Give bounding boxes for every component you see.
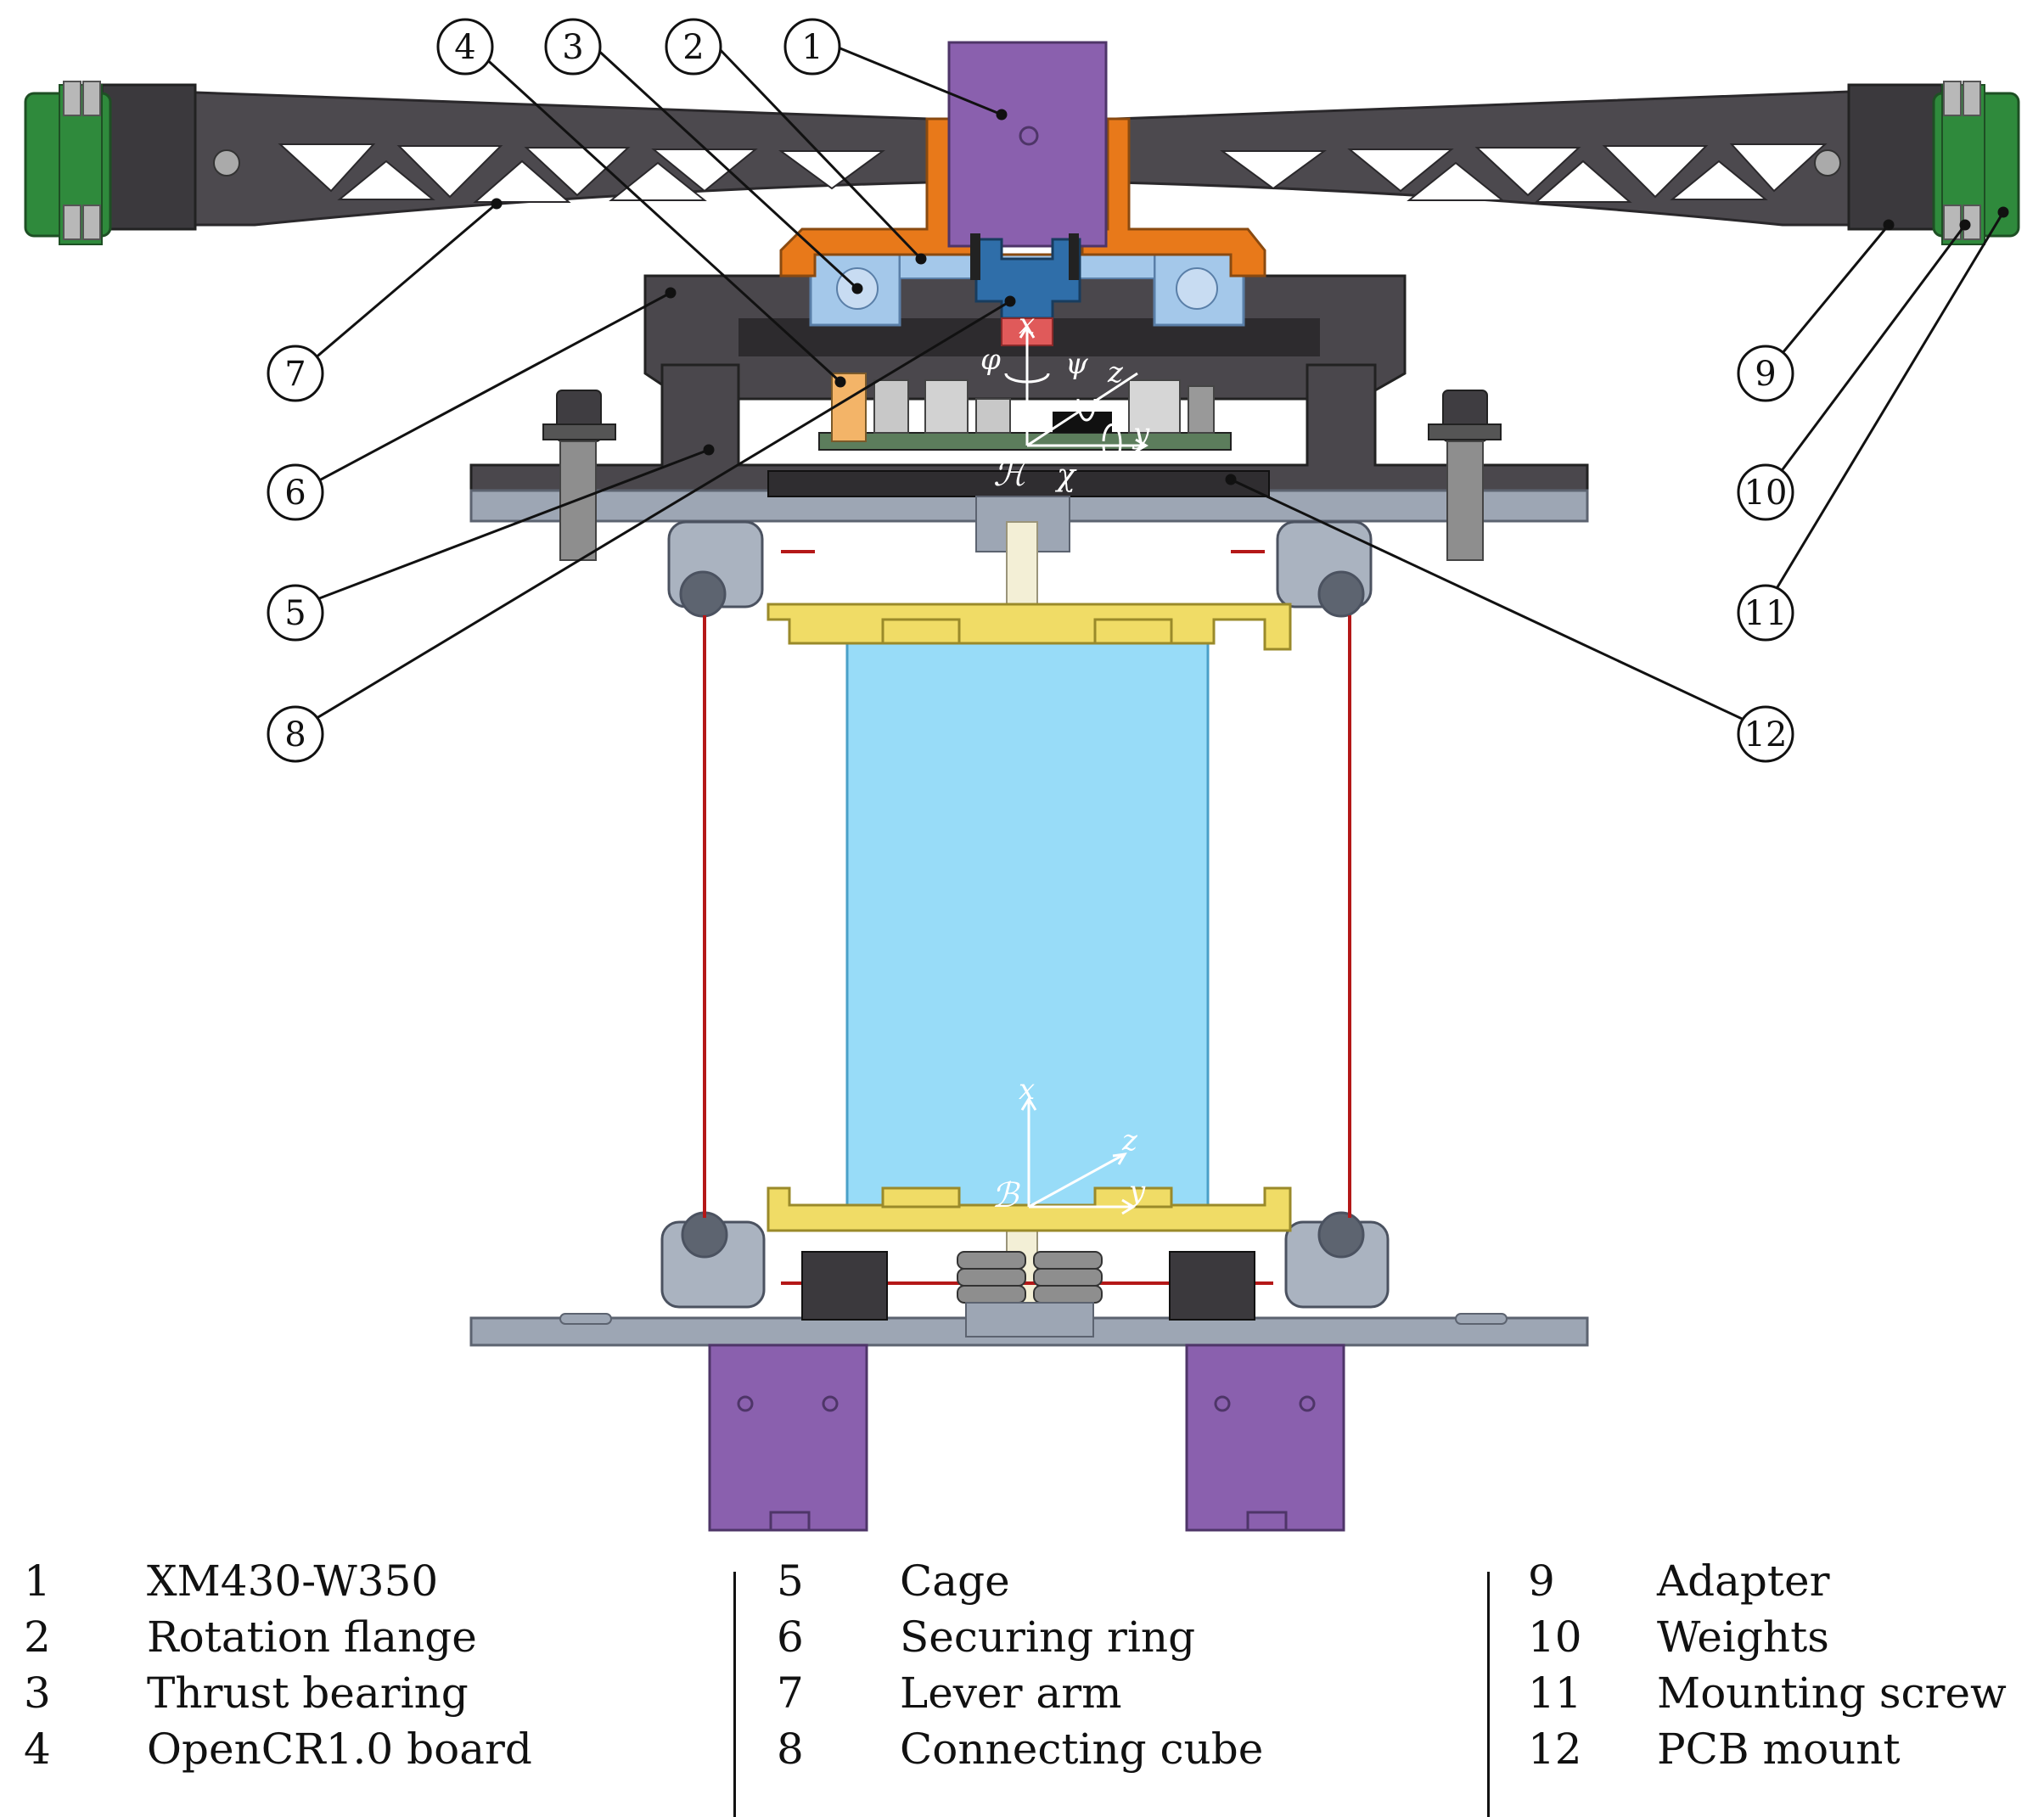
legend-item: 6 Securing ring xyxy=(777,1609,1439,1665)
svg-text:4: 4 xyxy=(454,28,475,67)
xm430-motor-top xyxy=(947,41,1108,248)
legend-name: OpenCR1.0 board xyxy=(147,1724,532,1774)
legend-item: 2 Rotation flange xyxy=(24,1609,686,1665)
legend-name: XM430-W350 xyxy=(147,1556,439,1606)
callout-8: 8 xyxy=(267,705,324,763)
legend-item: 3 Thrust bearing xyxy=(24,1665,686,1721)
legend-item: 7 Lever arm xyxy=(777,1665,1439,1721)
legend-separator xyxy=(1487,1572,1490,1817)
legend-name: Rotation flange xyxy=(147,1612,477,1662)
legend-item: 8 Connecting cube xyxy=(777,1721,1439,1777)
legend-item: 4 OpenCR1.0 board xyxy=(24,1721,686,1777)
legend-name: Thrust bearing xyxy=(147,1668,469,1718)
callout-9: 9 xyxy=(1737,345,1794,402)
legend-name: Connecting cube xyxy=(900,1724,1264,1774)
legend-item: 9 Adapter xyxy=(1528,1553,2044,1609)
frame-b-x-label: x xyxy=(1019,1073,1035,1107)
legend-number: 9 xyxy=(1528,1556,1555,1606)
callouts: 1 2 3 4 5 6 7 8 xyxy=(267,18,1794,763)
frame-h-chi-label: χ xyxy=(1054,458,1077,493)
xm430-motor-bottom-right xyxy=(1185,1343,1345,1532)
callout-5: 5 xyxy=(267,584,324,642)
frame-b-origin-label: ℬ xyxy=(991,1176,1020,1215)
callout-10: 10 xyxy=(1737,463,1794,521)
frame-b-y-label: y xyxy=(1127,1175,1146,1209)
mechanical-assembly-diagram: x φ ψ z y ℋ χ x z y ℬ 1 2 xyxy=(24,18,2020,1532)
pulleys xyxy=(660,520,1390,1309)
legend-number: 6 xyxy=(777,1612,804,1662)
frame-labels: x φ ψ z y ℋ χ x z y ℬ xyxy=(980,307,1150,1215)
legend-item: 5 Cage xyxy=(777,1553,1439,1609)
legend-number: 1 xyxy=(24,1556,51,1606)
leader-lines xyxy=(296,45,2009,732)
legend-number: 8 xyxy=(777,1724,804,1774)
frame-h-x-label: x xyxy=(1019,307,1035,341)
frame-h-y-label: y xyxy=(1132,417,1150,451)
legend-item: 11 Mounting screw xyxy=(1528,1665,2044,1721)
xm430-motor-bottom-left xyxy=(708,1343,868,1532)
callout-7: 7 xyxy=(267,345,324,402)
legend-number: 2 xyxy=(24,1612,51,1662)
frame-b xyxy=(1020,1096,1136,1215)
legend-separator xyxy=(733,1572,736,1817)
cage-posts xyxy=(542,390,1502,561)
legend-number: 11 xyxy=(1528,1668,1582,1718)
legend-name: Securing ring xyxy=(900,1612,1196,1662)
legend-column-1: 1 XM430-W350 2 Rotation flange 3 Thrust … xyxy=(24,1553,686,1817)
svg-text:7: 7 xyxy=(284,355,306,394)
callout-6: 6 xyxy=(267,463,324,521)
frame-b-z-label: z xyxy=(1121,1124,1138,1158)
legend-item: 1 XM430-W350 xyxy=(24,1553,686,1609)
svg-text:12: 12 xyxy=(1744,715,1788,754)
pcb-mount xyxy=(767,470,1270,497)
svg-text:9: 9 xyxy=(1755,355,1776,394)
parts-legend: 1 XM430-W350 2 Rotation flange 3 Thrust … xyxy=(0,1553,2044,1817)
legend-name: Cage xyxy=(900,1556,1010,1606)
svg-text:6: 6 xyxy=(284,474,306,513)
legend-number: 4 xyxy=(24,1724,51,1774)
adapter-right xyxy=(1814,83,1944,231)
callout-4: 4 xyxy=(436,18,494,76)
legend-column-2: 5 Cage 6 Securing ring 7 Lever arm 8 Con… xyxy=(777,1553,1439,1817)
legend-number: 3 xyxy=(24,1668,51,1718)
legend-number: 5 xyxy=(777,1556,804,1606)
callout-3: 3 xyxy=(544,18,602,76)
callout-2: 2 xyxy=(665,18,722,76)
legend-item: 12 PCB mount xyxy=(1528,1721,2044,1777)
svg-text:8: 8 xyxy=(284,715,306,754)
frame-h-z-label: z xyxy=(1107,356,1124,390)
svg-text:11: 11 xyxy=(1744,594,1788,633)
callout-1: 1 xyxy=(783,18,841,76)
weights-right xyxy=(1932,81,2020,245)
legend-name: Adapter xyxy=(1657,1556,1830,1606)
legend-name: Mounting screw xyxy=(1657,1668,2007,1718)
callout-12: 12 xyxy=(1737,705,1794,763)
legend-name: Weights xyxy=(1657,1612,1829,1662)
svg-text:2: 2 xyxy=(682,28,704,67)
legend-number: 7 xyxy=(777,1668,804,1718)
svg-text:10: 10 xyxy=(1744,474,1788,513)
legend-column-3: 9 Adapter 10 Weights 11 Mounting screw 1… xyxy=(1528,1553,2037,1817)
legend-name: PCB mount xyxy=(1657,1724,1901,1774)
lever-arm xyxy=(100,87,1920,227)
connecting-cube xyxy=(970,233,1081,346)
opencr-board xyxy=(818,373,1232,451)
pcb-mount-frames xyxy=(766,603,1292,1232)
callout-11: 11 xyxy=(1737,584,1794,642)
adapter-left xyxy=(100,83,240,231)
legend-item: 10 Weights xyxy=(1528,1609,2044,1665)
svg-text:5: 5 xyxy=(284,594,306,633)
frame-h-origin-label: ℋ xyxy=(993,455,1031,494)
svg-text:3: 3 xyxy=(562,28,583,67)
legend-name: Lever arm xyxy=(900,1668,1122,1718)
frame-h-psi-label: ψ xyxy=(1065,347,1088,381)
weights-left xyxy=(24,81,112,245)
legend-number: 10 xyxy=(1528,1612,1582,1662)
bottom-bellows xyxy=(957,1251,1103,1338)
frame-h xyxy=(1004,324,1148,463)
svg-text:1: 1 xyxy=(801,28,823,67)
legend-number: 12 xyxy=(1528,1724,1582,1774)
frame-h-phi-label: φ xyxy=(980,343,1001,377)
bottom-blocks xyxy=(801,1251,1255,1321)
